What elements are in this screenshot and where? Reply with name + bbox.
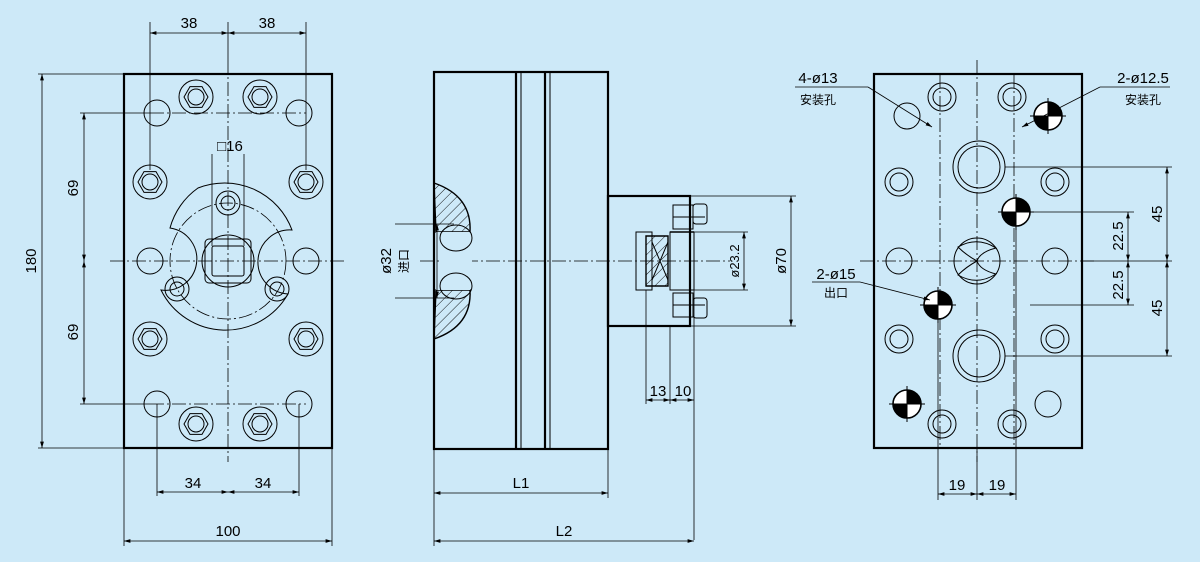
dim-10: 10 xyxy=(675,383,692,400)
dim-inlet-dia: ø32 xyxy=(378,248,395,274)
mount-holes-left: 4-ø13 xyxy=(798,70,837,87)
front-view: 38 38 □16 180 69 69 34 34 100 xyxy=(23,15,345,546)
square-shaft xyxy=(204,238,252,284)
dim-square-16: □16 xyxy=(217,138,243,155)
cover-plate xyxy=(160,182,293,331)
dim-34-right: 34 xyxy=(255,475,272,492)
dim-100: 100 xyxy=(215,523,240,540)
dim-flange-dia: ø70 xyxy=(773,248,790,274)
outlet-label: 出口 xyxy=(824,286,848,300)
dim-13: 13 xyxy=(650,383,667,400)
dim-shaft-dia: ø23.2 xyxy=(727,244,742,277)
dim-38-right: 38 xyxy=(259,15,276,32)
side-view: ø32 进口 ø23.2 ø70 13 10 xyxy=(378,70,796,546)
dim-22-5-bottom: 22.5 xyxy=(1110,270,1127,299)
mount-label-right: 安装孔 xyxy=(1125,92,1161,107)
dim-34-left: 34 xyxy=(185,475,202,492)
dim-69-upper: 69 xyxy=(65,180,82,197)
mount-holes-right: 2-ø12.5 xyxy=(1117,70,1169,87)
impeller xyxy=(953,237,1001,285)
dim-45-bottom: 45 xyxy=(1149,300,1166,317)
dim-19-right: 19 xyxy=(989,477,1006,494)
dim-L1: L1 xyxy=(513,475,530,492)
dim-19-left: 19 xyxy=(949,477,966,494)
dim-180: 180 xyxy=(23,248,40,273)
dim-45-top: 45 xyxy=(1149,206,1166,223)
dim-L2: L2 xyxy=(556,523,573,540)
outlet-holes: 2-ø15 xyxy=(816,266,855,283)
shaft-housing xyxy=(606,194,692,328)
dim-69-lower: 69 xyxy=(65,324,82,341)
dim-38-left: 38 xyxy=(181,15,198,32)
dim-22-5-top: 22.5 xyxy=(1110,221,1127,250)
mount-label-left: 安装孔 xyxy=(800,92,836,107)
rear-view: 4-ø13 安装孔 2-ø12.5 安装孔 2-ø15 出口 45 45 22.… xyxy=(795,60,1172,500)
inlet-label: 进口 xyxy=(397,249,411,273)
